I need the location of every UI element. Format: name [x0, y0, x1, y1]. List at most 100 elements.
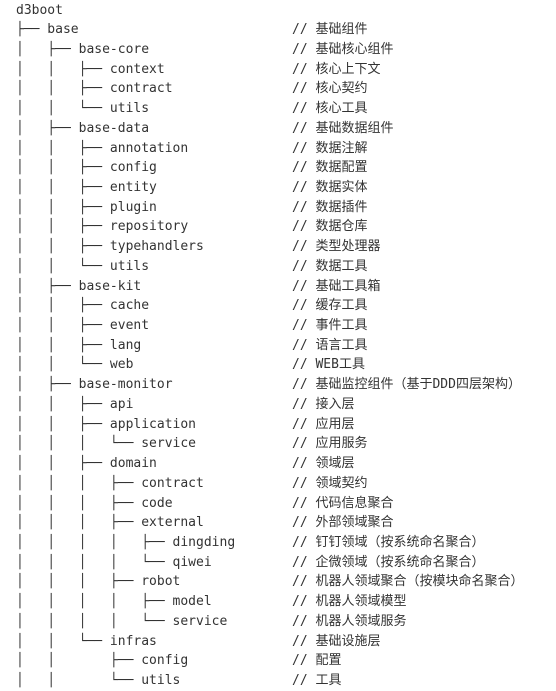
tree-line-path: │ │ │ │ └── qiwei: [16, 554, 212, 570]
tree-line: │ │ ├── context // 核心上下文: [0, 60, 556, 80]
tree-line-comment: // 数据实体: [292, 179, 368, 195]
tree-line-comment: // 缓存工具: [292, 298, 368, 314]
tree-line-comment: // 外部领域聚合: [292, 515, 394, 531]
tree-line: │ ├── base-data // 基础数据组件: [0, 119, 556, 139]
tree-line: │ │ ├── cache // 缓存工具: [0, 296, 556, 316]
tree-line: │ │ ├── entity // 数据实体: [0, 178, 556, 198]
tree-line-comment: // 代码信息聚合: [292, 495, 394, 511]
tree-line-comment: // 接入层: [292, 396, 355, 412]
tree-line: │ │ │ │ └── service // 机器人领域服务: [0, 612, 556, 632]
tree-line-path: │ │ ├── config: [16, 160, 157, 176]
tree-line-path: │ │ ├── event: [16, 318, 150, 334]
tree-line-path: │ │ └── utils: [16, 672, 181, 688]
tree-line: │ │ │ │ ├── dingding // 钉钉领域（按系统命名聚合）: [0, 533, 556, 553]
tree-line-path: │ │ │ │ └── service: [16, 613, 228, 629]
tree-line-comment: // 配置: [292, 653, 342, 669]
tree-line: │ │ │ │ ├── model // 机器人领域模型: [0, 592, 556, 612]
tree-line: │ │ ├── domain // 领域层: [0, 454, 556, 474]
tree-line: │ │ │ ├── contract // 领域契约: [0, 474, 556, 494]
tree-line: │ │ │ ├── robot // 机器人领域聚合（按模块命名聚合）: [0, 572, 556, 592]
tree-line-path: d3boot: [16, 2, 63, 18]
tree-line: │ │ ├── api // 接入层: [0, 395, 556, 415]
tree-line: │ │ ├── repository// 数据仓库: [0, 217, 556, 237]
tree-line-path: │ ├── base-kit: [16, 278, 142, 294]
tree-line: │ │ ├── event // 事件工具: [0, 316, 556, 336]
tree-line-comment: // 数据插件: [292, 199, 368, 215]
tree-line-comment: // WEB工具: [292, 357, 365, 373]
tree-line-path: │ │ │ ├── contract: [16, 475, 204, 491]
tree-line-comment: // 领域契约: [292, 475, 368, 491]
tree-line-path: │ │ └── utils: [16, 101, 150, 117]
tree-line: │ │ └── utils // 工具: [0, 671, 556, 691]
tree-line-comment: // 基础数据组件: [292, 120, 394, 136]
tree-line-comment: // 数据工具: [292, 258, 368, 274]
tree-line-path: │ │ └── web: [16, 357, 134, 373]
tree-line-path: │ │ │ │ ├── dingding: [16, 534, 236, 550]
tree-line-path: │ │ ├── domain: [16, 456, 157, 472]
tree-line-path: │ │ ├── lang: [16, 337, 142, 353]
tree-line-comment: // 工具: [292, 672, 342, 688]
tree-line-comment: // 机器人领域模型: [292, 594, 407, 610]
tree-line-comment: // 数据仓库: [292, 219, 368, 235]
tree-line-comment: // 语言工具: [292, 337, 368, 353]
tree-line: │ │ └── utils // 数据工具: [0, 257, 556, 277]
tree-line-comment: // 核心上下文: [292, 61, 381, 77]
tree-line-comment: // 类型处理器: [292, 239, 381, 255]
tree-line-comment: // 应用层: [292, 416, 355, 432]
tree-line-path: │ │ ├── cache: [16, 298, 150, 314]
tree-line-comment: // 事件工具: [292, 318, 368, 334]
tree-line: │ │ └── web // WEB工具: [0, 355, 556, 375]
tree-line-path: │ │ ├── annotation: [16, 140, 189, 156]
tree-line: │ │ └── utils // 核心工具: [0, 99, 556, 119]
tree-line: │ │ ├── config // 配置: [0, 651, 556, 671]
tree-line: │ │ │ └── service // 应用服务: [0, 434, 556, 454]
tree-line-comment: // 数据配置: [292, 160, 368, 176]
tree-line-comment: // 核心工具: [292, 101, 368, 117]
tree-line-comment: // 基础组件: [292, 22, 368, 38]
tree-line-path: │ │ ├── plugin: [16, 199, 157, 215]
tree-line: │ │ ├── lang // 语言工具: [0, 336, 556, 356]
tree-line: │ │ └── infras // 基础设施层: [0, 632, 556, 652]
tree-line-path: │ │ ├── context: [16, 61, 165, 77]
tree-line-comment: // 应用服务: [292, 436, 368, 452]
tree-line-comment: // 企微领域（按系统命名聚合）: [292, 554, 485, 570]
tree-line: d3boot: [0, 1, 556, 21]
tree-line: │ │ │ ├── code// 代码信息聚合: [0, 494, 556, 514]
tree-line: │ ├── base-core // 基础核心组件: [0, 40, 556, 60]
tree-line-path: │ ├── base-data: [16, 120, 150, 136]
tree-line-path: │ │ ├── entity: [16, 179, 157, 195]
tree-line-path: │ │ └── infras: [16, 633, 157, 649]
tree-line: │ │ ├── typehandlers // 类型处理器: [0, 237, 556, 257]
tree-line-path: │ │ │ └── service: [16, 436, 197, 452]
tree-line-path: │ │ ├── config: [16, 653, 189, 669]
tree-line-path: │ │ └── utils: [16, 258, 150, 274]
tree-line-comment: // 钉钉领域（按系统命名聚合）: [292, 534, 485, 550]
tree-line-comment: // 基础工具箱: [292, 278, 381, 294]
tree-line-path: │ │ ├── contract: [16, 81, 173, 97]
tree-line-comment: // 领域层: [292, 456, 355, 472]
tree-line-comment: // 机器人领域服务: [292, 613, 407, 629]
tree-line-comment: // 机器人领域聚合（按模块命名聚合）: [292, 574, 524, 590]
tree-line: │ │ │ │ └── qiwei // 企微领域（按系统命名聚合）: [0, 553, 556, 573]
tree-line: │ │ ├── annotation// 数据注解: [0, 139, 556, 159]
tree-line-path: │ ├── base-core: [16, 41, 150, 57]
tree-line-path: │ │ ├── typehandlers: [16, 239, 204, 255]
tree-line-path: │ │ ├── api: [16, 396, 134, 412]
tree-line-path: │ │ │ │ ├── model: [16, 594, 212, 610]
tree-line-path: ├── base: [16, 22, 79, 38]
tree-line: │ │ ├── config // 数据配置: [0, 158, 556, 178]
tree-line: │ │ ├── application // 应用层: [0, 415, 556, 435]
tree-line: │ │ ├── plugin // 数据插件: [0, 198, 556, 218]
tree-line-path: │ │ │ ├── robot: [16, 574, 181, 590]
tree-line-comment: // 基础监控组件（基于DDD四层架构）: [292, 377, 521, 393]
tree-line: │ ├── base-monitor // 基础监控组件（基于DDD四层架构）: [0, 375, 556, 395]
tree-line: │ │ │ ├── external// 外部领域聚合: [0, 513, 556, 533]
tree-line: │ ├── base-kit // 基础工具箱: [0, 277, 556, 297]
tree-line-comment: // 基础设施层: [292, 633, 381, 649]
tree-line-comment: // 基础核心组件: [292, 41, 394, 57]
tree-line: ├── base // 基础组件: [0, 20, 556, 40]
tree-line-path: │ ├── base-monitor: [16, 377, 173, 393]
tree-line-path: │ │ ├── application: [16, 416, 197, 432]
tree-line-comment: // 核心契约: [292, 81, 368, 97]
